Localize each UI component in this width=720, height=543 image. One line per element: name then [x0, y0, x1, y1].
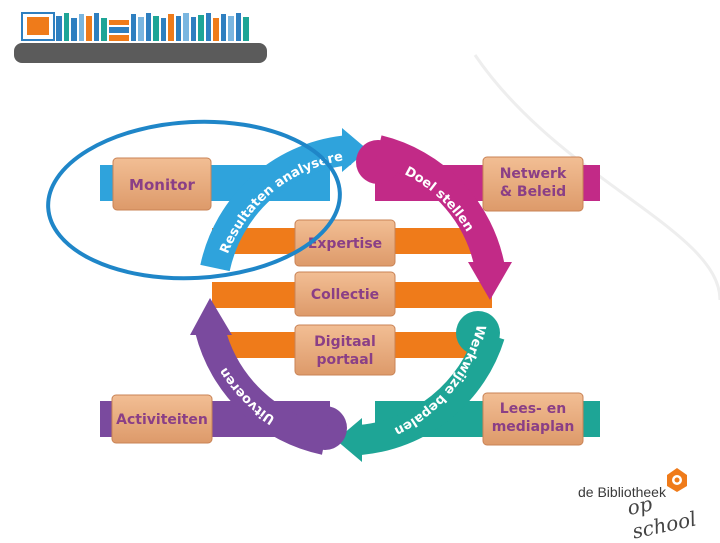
svg-text:portaal: portaal [317, 352, 374, 368]
logo-name: de Bibliotheek [578, 484, 666, 500]
header-bar [14, 43, 267, 63]
brick-lees-mediaplan: Lees- en mediaplan [482, 392, 584, 446]
svg-text:Expertise: Expertise [308, 236, 382, 252]
brick-monitor: Monitor [112, 157, 212, 211]
brick-netwerk-beleid: Netwerk & Beleid [482, 156, 584, 212]
brick-collectie: Collectie [294, 271, 396, 317]
cycle-arc-magenta [356, 135, 512, 300]
decorative-curve [473, 54, 720, 301]
svg-text:mediaplan: mediaplan [492, 419, 575, 435]
brick-activiteiten: Activiteiten [111, 394, 213, 444]
cycle-arc-teal [336, 311, 505, 462]
svg-text:Monitor: Monitor [129, 176, 196, 194]
svg-text:Collectie: Collectie [311, 287, 379, 303]
brick-expertise: Expertise [294, 219, 396, 267]
books-shelf-icon [21, 12, 249, 41]
svg-text:Netwerk: Netwerk [500, 166, 567, 182]
brick-digitaal-portaal: Digitaal portaal [294, 324, 396, 376]
bibliotheek-logo-icon [667, 468, 687, 492]
cycle-arc-blue [200, 128, 368, 272]
svg-text:Lees- en: Lees- en [500, 401, 566, 417]
svg-text:Activiteiten: Activiteiten [116, 412, 208, 428]
svg-text:Digitaal: Digitaal [314, 334, 376, 350]
highlight-ellipse [46, 119, 342, 281]
svg-text:& Beleid: & Beleid [500, 184, 566, 200]
cycle-arc-purple [190, 298, 347, 455]
